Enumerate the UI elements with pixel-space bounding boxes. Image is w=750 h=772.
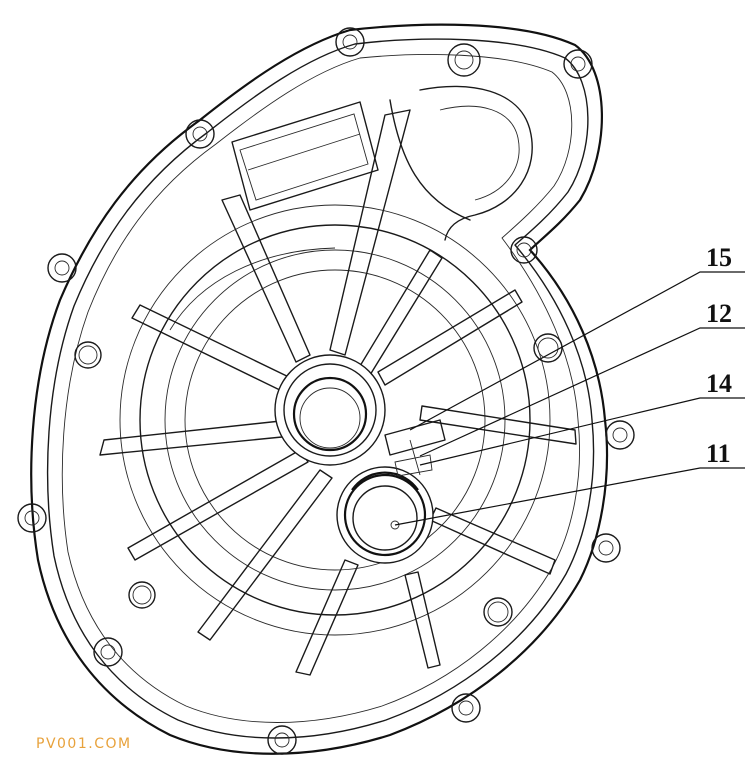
- rect-window: [231, 101, 379, 211]
- callout-14: 14: [706, 369, 732, 398]
- bolt-bosses: [17, 27, 635, 755]
- callout-12: 12: [706, 299, 732, 328]
- housing-outline: [30, 23, 609, 755]
- shaft-bore: [336, 466, 434, 564]
- cavity-rings: [119, 204, 551, 636]
- leader-12: [419, 327, 745, 457]
- main-hub: [274, 354, 386, 466]
- leader-lines: [394, 271, 745, 526]
- leader-11: [394, 467, 745, 526]
- watermark: PV001.COM: [36, 736, 132, 752]
- leader-15: [409, 271, 745, 431]
- callout-15: 15: [706, 243, 732, 272]
- pump-lobe: [389, 85, 533, 241]
- callout-11: 11: [706, 439, 731, 468]
- leader-14: [419, 397, 745, 466]
- slot-features: [384, 419, 446, 477]
- callout-labels: 15 12 14 11: [706, 243, 732, 468]
